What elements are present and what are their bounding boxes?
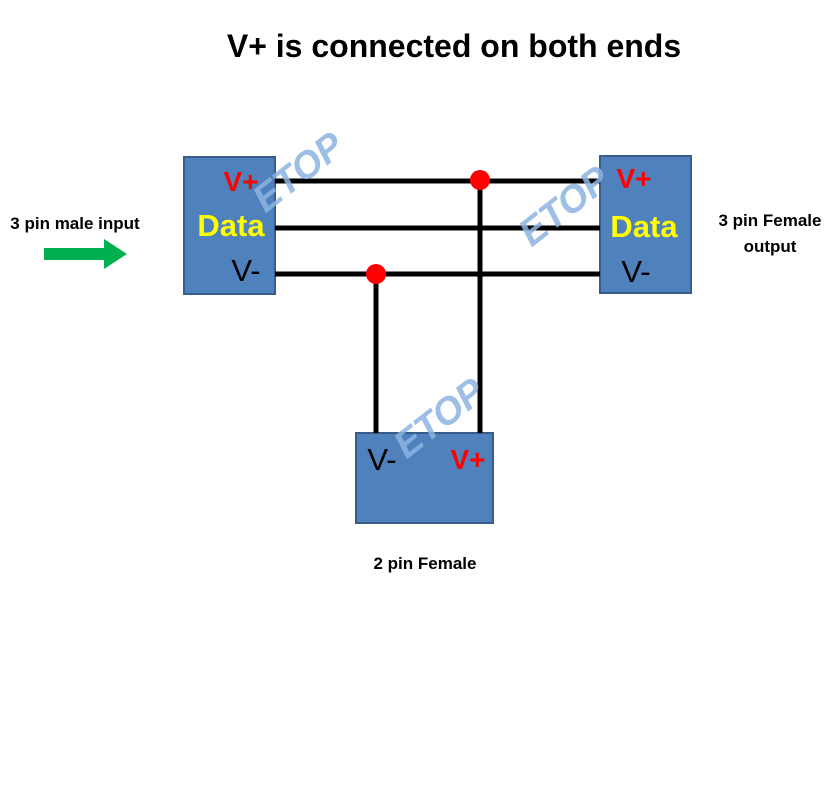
input-pin-vminus: V- (231, 253, 260, 288)
bottom-pin-vminus: V- (367, 442, 396, 477)
junction-dot-icon (366, 264, 386, 284)
output-pin-vplus: V+ (616, 163, 651, 194)
female-output-connector (599, 155, 692, 294)
output-pin-vminus: V- (621, 254, 650, 289)
arrow-right-icon (44, 239, 127, 269)
output-pin-data: Data (610, 209, 678, 244)
input-pin-vplus: V+ (223, 166, 258, 197)
page-title: V+ is connected on both ends (227, 28, 681, 64)
output-caption-line2: output (744, 237, 797, 256)
input-pin-data: Data (197, 208, 265, 243)
input-caption: 3 pin male input (10, 214, 140, 233)
junction-dot-icon (470, 170, 490, 190)
male-input-connector (183, 156, 276, 295)
bottom-pin-vplus: V+ (450, 444, 485, 475)
bottom-connector-caption: 2 pin Female (374, 554, 477, 573)
female-2pin-connector (355, 432, 494, 524)
output-caption-line1: 3 pin Female (719, 211, 822, 230)
